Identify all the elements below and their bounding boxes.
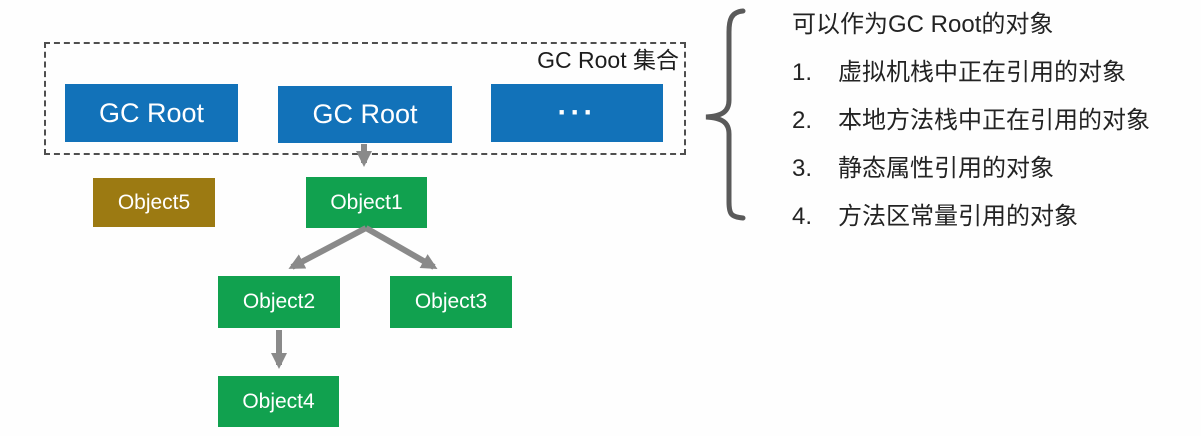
note-item-3-text: 静态属性引用的对象 [838,155,1054,182]
curly-brace-icon [705,8,746,221]
note-item-3: 3. 静态属性引用的对象 [792,154,1150,202]
note-item-2-text: 本地方法栈中正在引用的对象 [838,107,1150,134]
gc-root-box-ellipsis: ··· [491,84,663,142]
object4-box: Object4 [218,376,339,427]
note-item-4: 4. 方法区常量引用的对象 [792,202,1150,250]
note-item-4-number: 4. [792,203,813,230]
arrow-object1-to-object2 [288,225,368,270]
arrow-object1-to-object3 [364,225,438,270]
notes-title: 可以作为GC Root的对象 [792,11,1054,38]
gc-root-box-2: GC Root [278,86,452,143]
object3-box: Object3 [390,276,512,328]
note-item-1-number: 1. [792,59,813,86]
note-item-1: 1. 虚拟机栈中正在引用的对象 [792,58,1150,106]
object1-box: Object1 [306,177,427,228]
gc-root-box-1: GC Root [65,84,238,142]
object5-box: Object5 [93,178,215,227]
gc-root-set-label: GC Root 集合 [537,47,679,73]
note-item-2-number: 2. [792,107,813,134]
gc-root-notes: 可以作为GC Root的对象 1. 虚拟机栈中正在引用的对象 2. 本地方法栈中… [792,10,1150,250]
note-item-1-text: 虚拟机栈中正在引用的对象 [838,59,1126,86]
object2-box: Object2 [218,276,340,328]
note-item-3-number: 3. [792,155,813,182]
note-item-4-text: 方法区常量引用的对象 [838,203,1078,230]
note-item-2: 2. 本地方法栈中正在引用的对象 [792,106,1150,154]
